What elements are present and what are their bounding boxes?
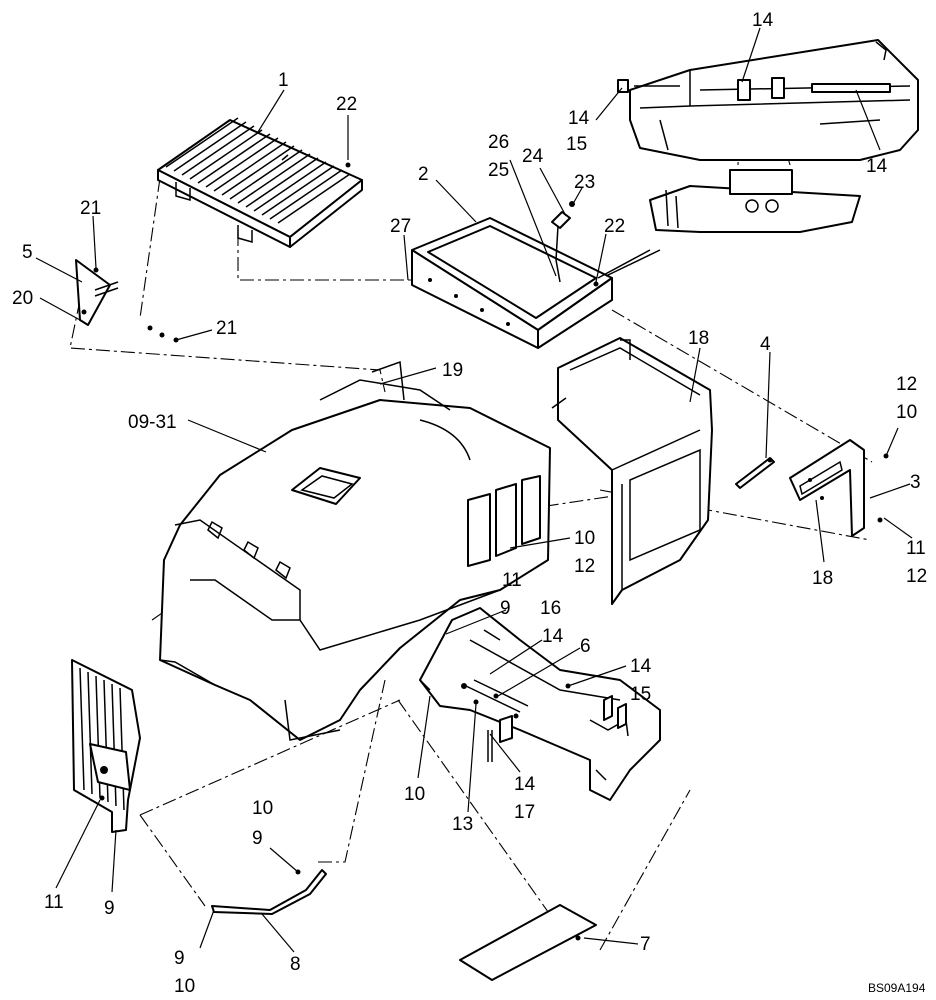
callout-21-lower: 21	[216, 318, 237, 339]
callout-2: 2	[418, 164, 429, 185]
callout-09-31: 09-31	[128, 412, 177, 433]
inset-detail-top-right	[617, 39, 919, 161]
callout-9-strap: 9	[252, 828, 263, 849]
callout-14-inset-right: 14	[866, 156, 888, 177]
callout-6: 6	[580, 636, 591, 657]
part-1-upper-grille	[157, 117, 363, 248]
callout-12-right: 12	[896, 374, 917, 395]
callout-15-inset: 15	[566, 134, 587, 155]
callout-9-bottom: 9	[174, 948, 185, 969]
callout-12-mid: 12	[574, 556, 595, 577]
callout-12-right-lower: 12	[906, 566, 927, 587]
callout-14-mid: 14	[542, 626, 564, 647]
callout-21: 21	[80, 198, 101, 219]
part-rear-grille-left	[71, 659, 141, 833]
callout-7: 7	[640, 934, 651, 955]
part-6-frame-bracket	[419, 607, 661, 801]
callout-18: 18	[688, 328, 709, 349]
callout-9-mid: 9	[500, 598, 511, 619]
callout-15-right: 15	[630, 684, 651, 705]
part-09-31-cab	[159, 360, 551, 741]
callout-10-lower: 10	[404, 784, 425, 805]
callout-22: 22	[336, 94, 357, 115]
part-8-strap	[211, 869, 327, 915]
callout-10-mid: 10	[574, 528, 595, 549]
hardware-21-bottom	[147, 325, 153, 331]
callout-5: 5	[22, 242, 33, 263]
inset-detail-mid-right	[597, 169, 861, 279]
callout-4: 4	[760, 334, 771, 355]
callout-27: 27	[390, 216, 411, 237]
callout-18-lower: 18	[812, 568, 833, 589]
callout-10-right: 10	[896, 402, 917, 423]
callout-24: 24	[522, 146, 544, 167]
callout-11-mid: 11	[502, 570, 522, 591]
callout-10-strap: 10	[252, 798, 273, 819]
callout-19: 19	[442, 360, 463, 381]
callout-25: 25	[488, 160, 509, 181]
callout-14-lower: 14	[514, 774, 536, 795]
part-3-side-panel	[789, 439, 889, 537]
callout-13: 13	[452, 814, 473, 835]
part-7-bottom-plate	[459, 904, 597, 981]
callout-16: 16	[540, 598, 561, 619]
callout-22-frame: 22	[604, 216, 625, 237]
callout-3: 3	[910, 472, 921, 493]
callout-11-left: 11	[44, 892, 64, 913]
callout-labels: 1 22 21 5 20 21 2 26 25 24 23 27 22 14 1…	[12, 10, 927, 997]
callout-9-left: 9	[104, 898, 115, 919]
callout-14-right: 14	[630, 656, 652, 677]
callout-11-right: 11	[906, 538, 926, 559]
part-2-frame	[411, 217, 613, 349]
callout-14-inset-top: 14	[752, 10, 774, 31]
callout-23: 23	[574, 172, 595, 193]
callout-8: 8	[290, 954, 301, 975]
diagram-code: BS09A194	[868, 981, 926, 995]
part-5-plate	[75, 259, 119, 326]
callout-1: 1	[278, 70, 289, 91]
part-18-console	[551, 337, 713, 605]
hardware-22-top	[345, 162, 351, 168]
part-4-rod	[735, 457, 775, 489]
callout-20: 20	[12, 288, 33, 309]
leader-lines	[35, 27, 913, 953]
callout-14-inset-left: 14	[568, 108, 590, 129]
callout-10-bottom: 10	[174, 976, 195, 997]
callout-26: 26	[488, 132, 509, 153]
callout-17: 17	[514, 802, 535, 823]
